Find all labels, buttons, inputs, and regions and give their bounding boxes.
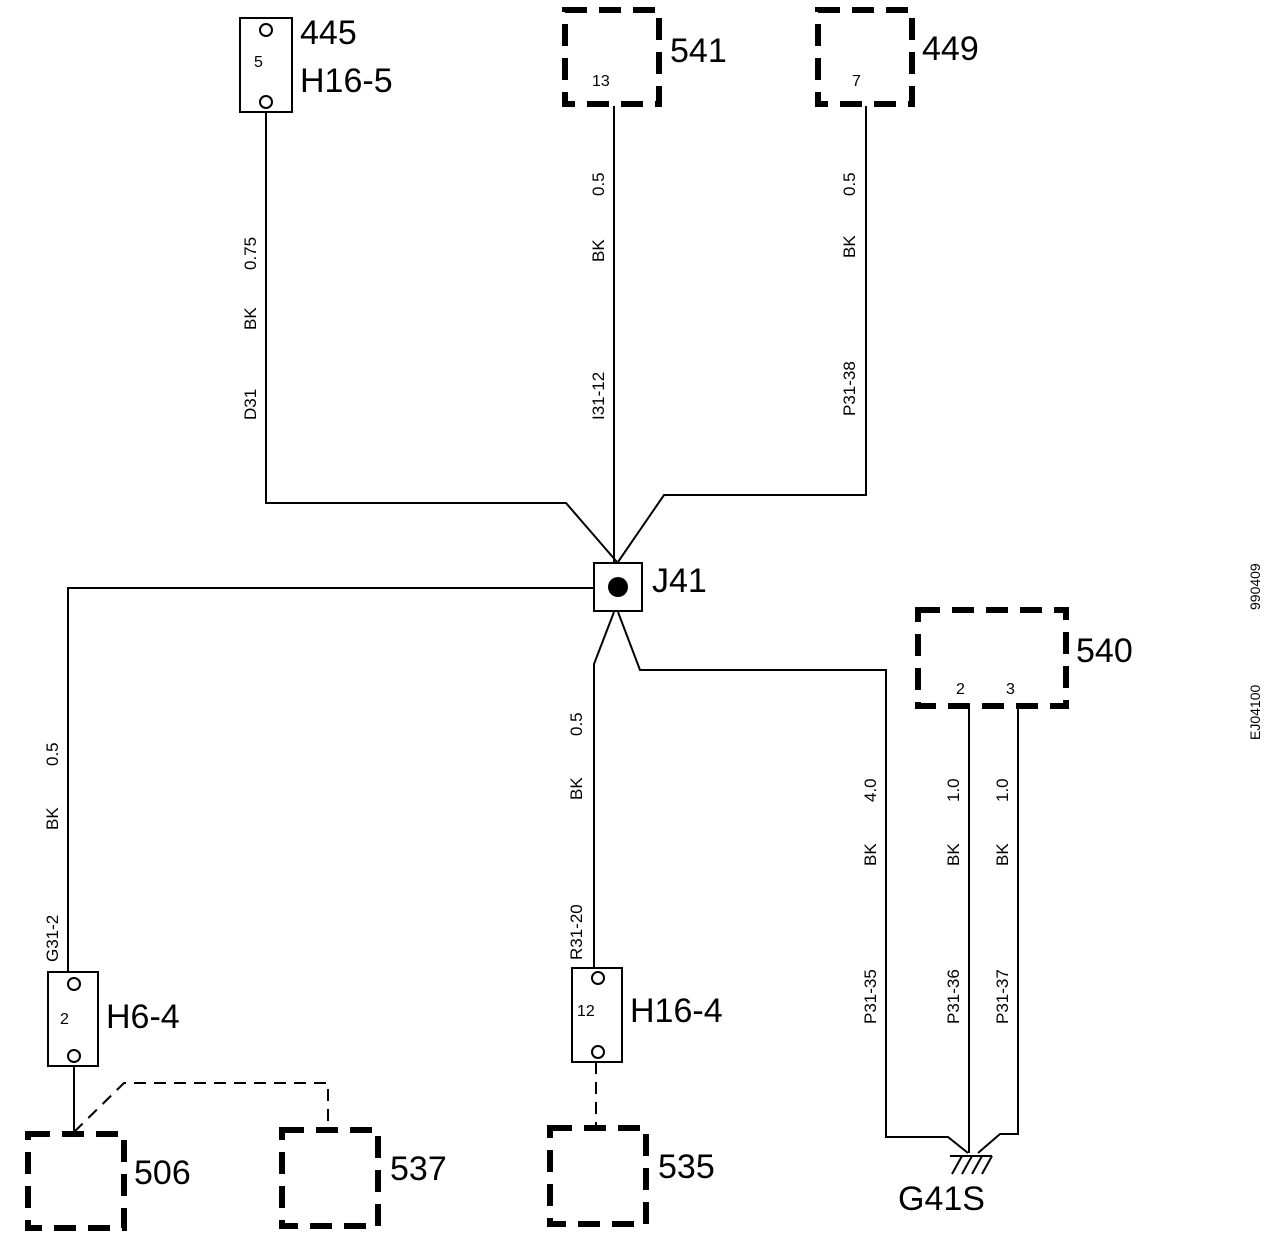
pin-label: 2: [60, 1011, 69, 1028]
wire-color: BK: [43, 807, 62, 830]
connector-h16-4: 12 H16-4: [571, 967, 723, 1063]
component-box: [279, 1127, 381, 1229]
wire-circuit: D31: [241, 389, 260, 420]
pin-hole-icon: [591, 1045, 605, 1059]
wire-label-g41s-1: P31-35 BK 4.0: [861, 778, 880, 1024]
pin-hole-icon: [67, 1049, 81, 1063]
component-box: [815, 7, 915, 107]
reference-code: EJ04100: [1247, 685, 1263, 740]
wire-size: 0.75: [241, 237, 260, 270]
wire-label-449: P31-38 BK 0.5: [840, 172, 859, 416]
wire-j41-g41s: [617, 611, 969, 1154]
wire-label-g41s-3: P31-37 BK 1.0: [993, 778, 1012, 1024]
component-box: [915, 607, 1069, 709]
wire-449-j41: [617, 106, 867, 563]
pin-hole-icon: [591, 971, 605, 985]
ground-hatch-icon: [981, 1155, 993, 1175]
ground-hatch-icon: [951, 1155, 963, 1175]
wire-circuit: P31-35: [861, 969, 880, 1024]
connector-id: H16-4: [630, 992, 723, 1030]
wire-445-j41: [265, 112, 618, 563]
component-box: [547, 1125, 649, 1227]
component-445: 5 445 H16-5: [239, 14, 393, 113]
wire-label-445: D31 BK 0.75: [241, 237, 260, 420]
wire-circuit: R31-20: [567, 904, 586, 960]
pin-label: 3: [1006, 681, 1015, 698]
component-541: 13 541: [562, 7, 727, 107]
component-id: 445: [300, 14, 357, 52]
wire-size: 0.5: [43, 742, 62, 766]
reference-code: 990409: [1247, 563, 1263, 610]
wire-labels: D31 BK 0.75 I31-12 BK 0.5 P31-38 BK 0.5 …: [43, 172, 1012, 1024]
component-506: 506: [25, 1131, 191, 1231]
wire-j41-h16-4: [593, 611, 615, 968]
wire-label-h16-4: R31-20 BK 0.5: [567, 712, 586, 960]
wire-label-g41s-2: P31-36 BK 1.0: [944, 778, 963, 1024]
component-id: 540: [1076, 632, 1133, 670]
pin-hole-icon: [259, 95, 273, 109]
pin-hole-icon: [67, 977, 81, 991]
wire-circuit: P31-37: [993, 969, 1012, 1024]
connector-id: H6-4: [106, 998, 180, 1036]
ground-id: G41S: [898, 1180, 985, 1218]
connector-id: H16-5: [300, 62, 393, 100]
wire-size: 0.5: [840, 172, 859, 196]
wire-circuit: I31-12: [589, 372, 608, 420]
component-535: 535: [547, 1125, 715, 1227]
component-id: 506: [134, 1154, 191, 1192]
pin-label: 7: [852, 73, 861, 90]
component-box: [25, 1131, 127, 1231]
component-537: 537: [279, 1127, 447, 1229]
splice-j41: J41: [593, 562, 707, 612]
wire-size: 1.0: [993, 778, 1012, 802]
wire-j41-h6-4: [67, 587, 594, 972]
wire-color: BK: [944, 843, 963, 866]
pin-label: 12: [577, 1003, 595, 1020]
wire-circuit: G31-2: [43, 915, 62, 962]
component-449: 7 449: [815, 7, 979, 107]
wire-size: 4.0: [861, 778, 880, 802]
wire-540-3-g41s: [977, 706, 1019, 1154]
component-id: 537: [390, 1150, 447, 1188]
wire-circuit: P31-36: [944, 969, 963, 1024]
wire-lines: [67, 106, 1019, 1154]
wire-size: 0.5: [567, 712, 586, 736]
splice-id: J41: [652, 562, 707, 600]
wire-size: 0.5: [589, 172, 608, 196]
link-506-537: [73, 1082, 329, 1133]
pin-label: 2: [956, 681, 965, 698]
component-540: 2 3 540: [915, 607, 1133, 709]
component-box: [562, 7, 662, 107]
connector-h6-4: 2 H6-4: [47, 971, 180, 1067]
wire-color: BK: [241, 307, 260, 330]
wire-color: BK: [589, 239, 608, 262]
ground-g41s: G41S: [898, 1155, 993, 1218]
wire-label-h6-4: G31-2 BK 0.5: [43, 742, 62, 962]
component-id: 541: [670, 32, 727, 70]
component-id: 449: [922, 30, 979, 68]
wire-color: BK: [861, 843, 880, 866]
ground-hatch-icon: [971, 1155, 983, 1175]
wire-color: BK: [567, 777, 586, 800]
ground-hatch-icon: [961, 1155, 973, 1175]
pin-hole-icon: [259, 23, 273, 37]
pin-label: 5: [254, 54, 263, 71]
pin-label: 13: [592, 73, 610, 90]
wire-color: BK: [993, 843, 1012, 866]
component-id: 535: [658, 1148, 715, 1186]
wire-color: BK: [840, 235, 859, 258]
reference-codes: 990409 EJ04100: [1247, 563, 1263, 740]
wire-circuit: P31-38: [840, 361, 859, 416]
wire-size: 1.0: [944, 778, 963, 802]
splice-dot-icon: [608, 577, 628, 597]
wire-label-541: I31-12 BK 0.5: [589, 172, 608, 420]
